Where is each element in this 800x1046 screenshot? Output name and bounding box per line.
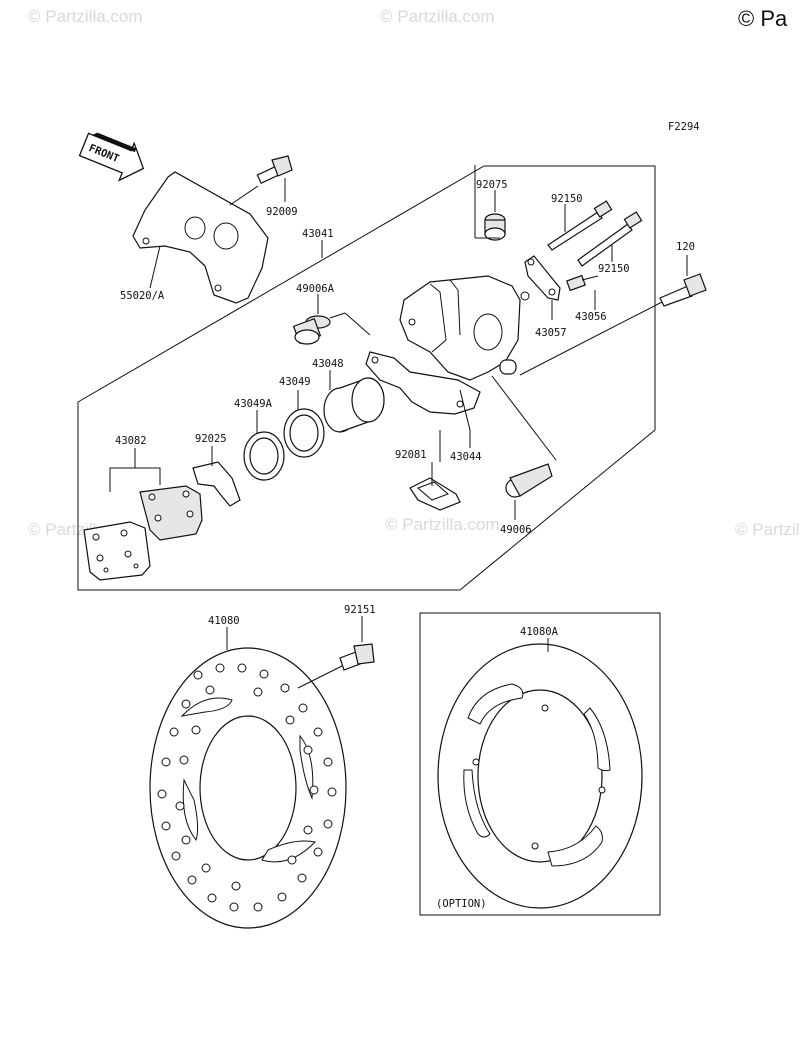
option-label: (OPTION) <box>436 898 487 910</box>
caliper-assembly-box <box>77 165 656 591</box>
bracket-43057 <box>524 255 561 301</box>
brake-disc-41080 <box>149 647 347 929</box>
label-43049: 43049 <box>279 376 311 388</box>
boot-49006a <box>292 315 331 345</box>
watermark-top-center: © Partzilla.com <box>380 7 495 26</box>
label-92150-b: 92150 <box>598 263 630 275</box>
label-43048: 43048 <box>312 358 344 370</box>
bolt-120 <box>659 273 707 307</box>
label-92081: 92081 <box>395 449 427 461</box>
copyright-text: © Pa <box>738 6 788 31</box>
watermark-top-left: © Partzilla.com <box>28 7 143 26</box>
pin-92150-a <box>547 200 613 251</box>
label-43082: 43082 <box>115 435 147 447</box>
seal-43049a <box>243 431 285 481</box>
label-92075: 92075 <box>476 179 508 191</box>
pad-spring-92081 <box>409 477 461 511</box>
label-120: 120 <box>676 241 695 253</box>
label-49006a: 49006A <box>296 283 335 295</box>
label-92150-a: 92150 <box>551 193 583 205</box>
watermark-mid-right: © Partzilla.com <box>735 520 800 539</box>
label-49006: 49006 <box>500 524 532 536</box>
label-43041: 43041 <box>302 228 334 240</box>
label-43044: 43044 <box>450 451 482 463</box>
bolt-92151 <box>339 643 375 671</box>
label-43049a: 43049A <box>234 398 273 410</box>
label-55020a: 55020/A <box>120 290 165 302</box>
seal-43049 <box>283 408 325 458</box>
sleeve-part <box>499 359 517 375</box>
label-92025: 92025 <box>195 433 227 445</box>
boot-49006 <box>505 463 553 498</box>
seal-92075 <box>484 213 506 241</box>
piston-43048 <box>323 377 385 433</box>
option-box <box>419 612 661 916</box>
brake-pad-front <box>83 521 151 581</box>
label-43057: 43057 <box>535 327 567 339</box>
brake-pad-rear <box>139 485 203 541</box>
bleeder-valve <box>566 274 599 292</box>
front-arrow-icon: FRONT <box>78 132 145 182</box>
pad-spring-92025 <box>192 461 241 507</box>
caliper-body <box>399 275 530 381</box>
label-92009: 92009 <box>266 206 298 218</box>
pin-92150-b <box>577 211 643 267</box>
disc-vent-holes <box>157 663 337 912</box>
caliper-bracket <box>132 171 269 304</box>
label-43056: 43056 <box>575 311 607 323</box>
caliper-mount-plate <box>365 351 481 415</box>
label-41080a: 41080A <box>520 626 559 638</box>
watermark-mid-center: © Partzilla.com <box>385 515 500 534</box>
brake-disc-41080a <box>437 643 643 909</box>
label-41080: 41080 <box>208 615 240 627</box>
bolt-92009 <box>256 155 293 184</box>
figure-code: F2294 <box>668 121 700 133</box>
label-92151: 92151 <box>344 604 376 616</box>
